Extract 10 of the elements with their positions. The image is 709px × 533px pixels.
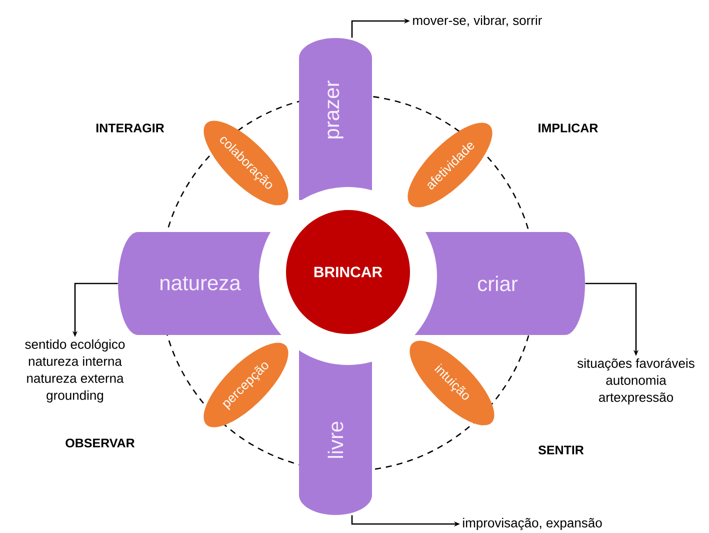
note-text: sentido ecológico natureza interna natureza externa grounding: [25, 339, 125, 402]
stage-label: SENTIR: [538, 446, 584, 454]
cylinder-bar: prazer: [299, 38, 372, 200]
cylinder-bar: livre: [299, 345, 372, 515]
stage-label: OBSERVAR: [66, 438, 135, 448]
stage-label: IMPLICAR: [538, 124, 598, 132]
stage-label: INTERAGIR: [96, 124, 164, 132]
note-text: improvisação, expansão: [463, 518, 602, 530]
note-text: situações favoráveis autonomia artexpressão: [577, 358, 694, 404]
note-text: mover-se, vibrar, sorrir: [413, 15, 542, 27]
